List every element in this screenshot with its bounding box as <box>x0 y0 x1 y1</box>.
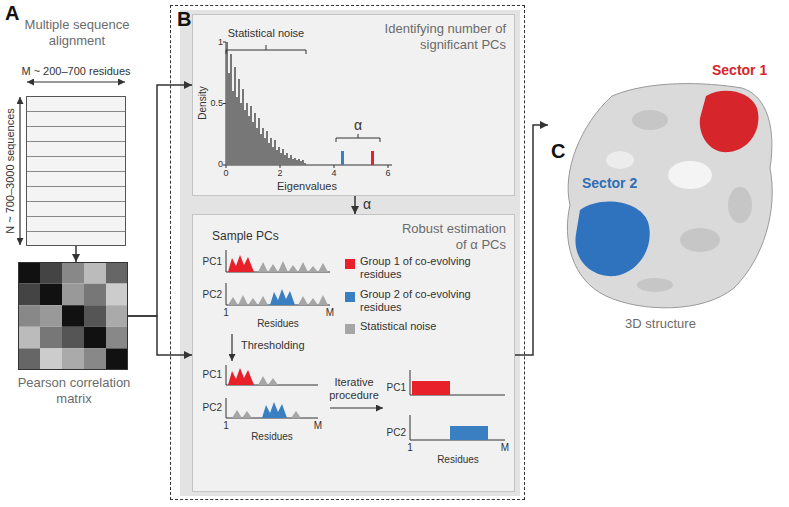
tick-label: 2 <box>277 168 282 178</box>
tick-label: 0 <box>223 168 228 178</box>
tick-label: M <box>314 420 322 432</box>
tick-label: 6 <box>385 168 390 178</box>
legend-swatch <box>345 292 355 302</box>
final-pc-plots <box>410 370 505 440</box>
tick-label: 1 <box>223 420 229 432</box>
axis-title: Density <box>197 86 209 119</box>
axis-title: Residues <box>251 431 293 443</box>
tick-label: 1 <box>218 37 223 47</box>
height-arrow <box>19 97 20 245</box>
legend-swatch <box>345 324 355 334</box>
flow-arrow <box>515 125 548 355</box>
plot-label: PC2 <box>387 427 406 439</box>
flow-arrow <box>354 196 356 214</box>
legend-text: Group 1 of co-evolving residues <box>360 255 478 281</box>
edge-label: α <box>361 196 373 212</box>
axis-title: Residues <box>257 318 299 330</box>
step-label: Iterative procedure <box>322 376 386 402</box>
tick-label: 1 <box>223 307 229 319</box>
sector-label: Sector 1 <box>712 62 767 78</box>
structure-view: 3D structure <box>548 80 773 312</box>
axis-note: Statistical noise <box>228 27 304 40</box>
box-ground <box>192 214 515 492</box>
threshold-arrow <box>231 334 232 361</box>
panel-ground <box>180 10 520 496</box>
eigenvalue-histogram <box>223 42 392 168</box>
axis-title: Eigenvalues <box>277 180 337 193</box>
step-box: Identifying number of significant PCs <box>192 14 515 196</box>
alignment-box: Multiple sequence alignment <box>26 96 126 246</box>
panel-letter: A <box>5 2 19 25</box>
box-ground <box>192 14 515 196</box>
node-title: B <box>177 8 191 31</box>
node-title: Multiple sequence alignment <box>7 17 147 49</box>
correlation-matrix: Pearson correlation matrix <box>18 262 128 370</box>
flow-arrow <box>128 85 192 316</box>
node-title: Identifying number of significant PCs <box>381 21 506 53</box>
axis-title: Residues <box>437 454 479 466</box>
flow-arrow <box>128 316 192 355</box>
node-title: Robust estimation of α PCs <box>388 221 506 253</box>
tick-label: M <box>326 307 334 319</box>
tick-label: 4 <box>331 168 336 178</box>
dimension-label: M ~ 200–700 residues <box>21 65 130 78</box>
width-arrow <box>27 81 125 82</box>
legend-swatch <box>345 259 355 269</box>
plot-label: PC2 <box>203 402 222 414</box>
iterate-arrow <box>330 407 383 408</box>
node-title: 3D structure <box>548 316 773 332</box>
plot-title: Sample PCs <box>212 230 279 244</box>
tick-label: M <box>501 442 509 454</box>
dimension-label: N ~ 700–3000 sequences <box>4 108 17 234</box>
flow-arrow <box>75 246 77 262</box>
legend-text: Statistical noise <box>360 320 478 333</box>
legend-text: Group 2 of co-evolving residues <box>360 288 478 314</box>
tick-label: 0.5 <box>210 98 223 108</box>
symbol-label: α <box>354 117 362 133</box>
plot-label: PC1 <box>203 369 222 381</box>
step-label: Thresholding <box>241 339 305 352</box>
node-title: Pearson correlation matrix <box>4 375 144 407</box>
sector-label: Sector 2 <box>582 175 637 191</box>
tick-label: 1 <box>407 442 413 454</box>
sample-pc-plots <box>226 250 330 305</box>
plot-label: PC1 <box>203 256 222 268</box>
panel-letter: C <box>551 140 565 163</box>
protein-surface <box>567 84 772 308</box>
tick-label: 0 <box>218 159 223 169</box>
matrix-cells <box>18 262 128 370</box>
plot-label: PC2 <box>203 289 222 301</box>
thresholded-pc-plots <box>226 365 318 418</box>
plot-label: PC1 <box>387 382 406 394</box>
